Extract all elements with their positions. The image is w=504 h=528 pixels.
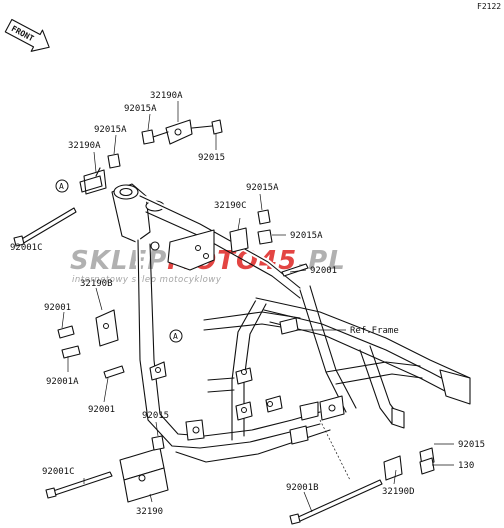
part-32190D-rear-bracket xyxy=(289,447,435,525)
part-callouts: 32190A 92015A 92015A 32190A 92015 92015A… xyxy=(10,91,485,517)
part-32190A-left-bracket xyxy=(55,153,121,195)
callout-92015-lower: 92015 xyxy=(142,411,169,421)
callout-92001C-lower: 92001C xyxy=(42,467,75,477)
callout-92001-mid: 92001 xyxy=(310,266,337,276)
callout-32190: 32190 xyxy=(136,507,163,517)
part-32190C-bracket xyxy=(229,209,273,253)
watermark-brand-tld: .PL xyxy=(297,246,346,276)
callout-92015-right: 92015 xyxy=(458,440,485,450)
callout-92001-lower: 92001 xyxy=(88,405,115,415)
callout-130: 130 xyxy=(458,461,474,471)
callout-92001-left: 92001 xyxy=(44,303,71,313)
callout-32190A-top: 32190A xyxy=(150,91,183,101)
callout-92001C-upper: 92001C xyxy=(10,243,43,253)
leader-lines xyxy=(61,101,454,513)
callout-32190C: 32190C xyxy=(214,201,247,211)
ref-frame-label: Ref.Frame xyxy=(350,326,399,336)
part-92001-bolt-mid xyxy=(281,263,309,277)
callout-32190B: 32190B xyxy=(80,279,113,289)
callout-92001B: 92001B xyxy=(286,483,319,493)
callout-92015A-right-2: 92015A xyxy=(290,231,323,241)
ref-marker-left: A xyxy=(59,182,64,191)
part-32190-lower-bracket xyxy=(45,435,169,503)
part-92001C-long-bolt xyxy=(13,207,77,247)
part-92001-bolt-lower xyxy=(103,365,125,379)
part-32190A-upper-bracket xyxy=(141,119,223,145)
callout-32190A-left: 32190A xyxy=(68,141,101,151)
callout-92015A-top: 92015A xyxy=(124,104,157,114)
callout-92001A: 92001A xyxy=(46,377,79,387)
part-32190B-bracket xyxy=(57,309,119,359)
ref-marker-frame: A xyxy=(173,332,178,341)
callout-32190D: 32190D xyxy=(382,487,415,497)
callout-92015A-right-1: 92015A xyxy=(246,183,279,193)
front-arrow-icon: FRONT xyxy=(4,18,50,52)
callout-92015A-left: 92015A xyxy=(94,125,127,135)
callout-92015-top: 92015 xyxy=(198,153,225,163)
diagram-code: F2122 xyxy=(477,2,501,11)
watermark-tagline: internetowy sklep motocyklowy xyxy=(72,275,222,285)
watermark-brand-left: SKLEP xyxy=(70,246,167,276)
